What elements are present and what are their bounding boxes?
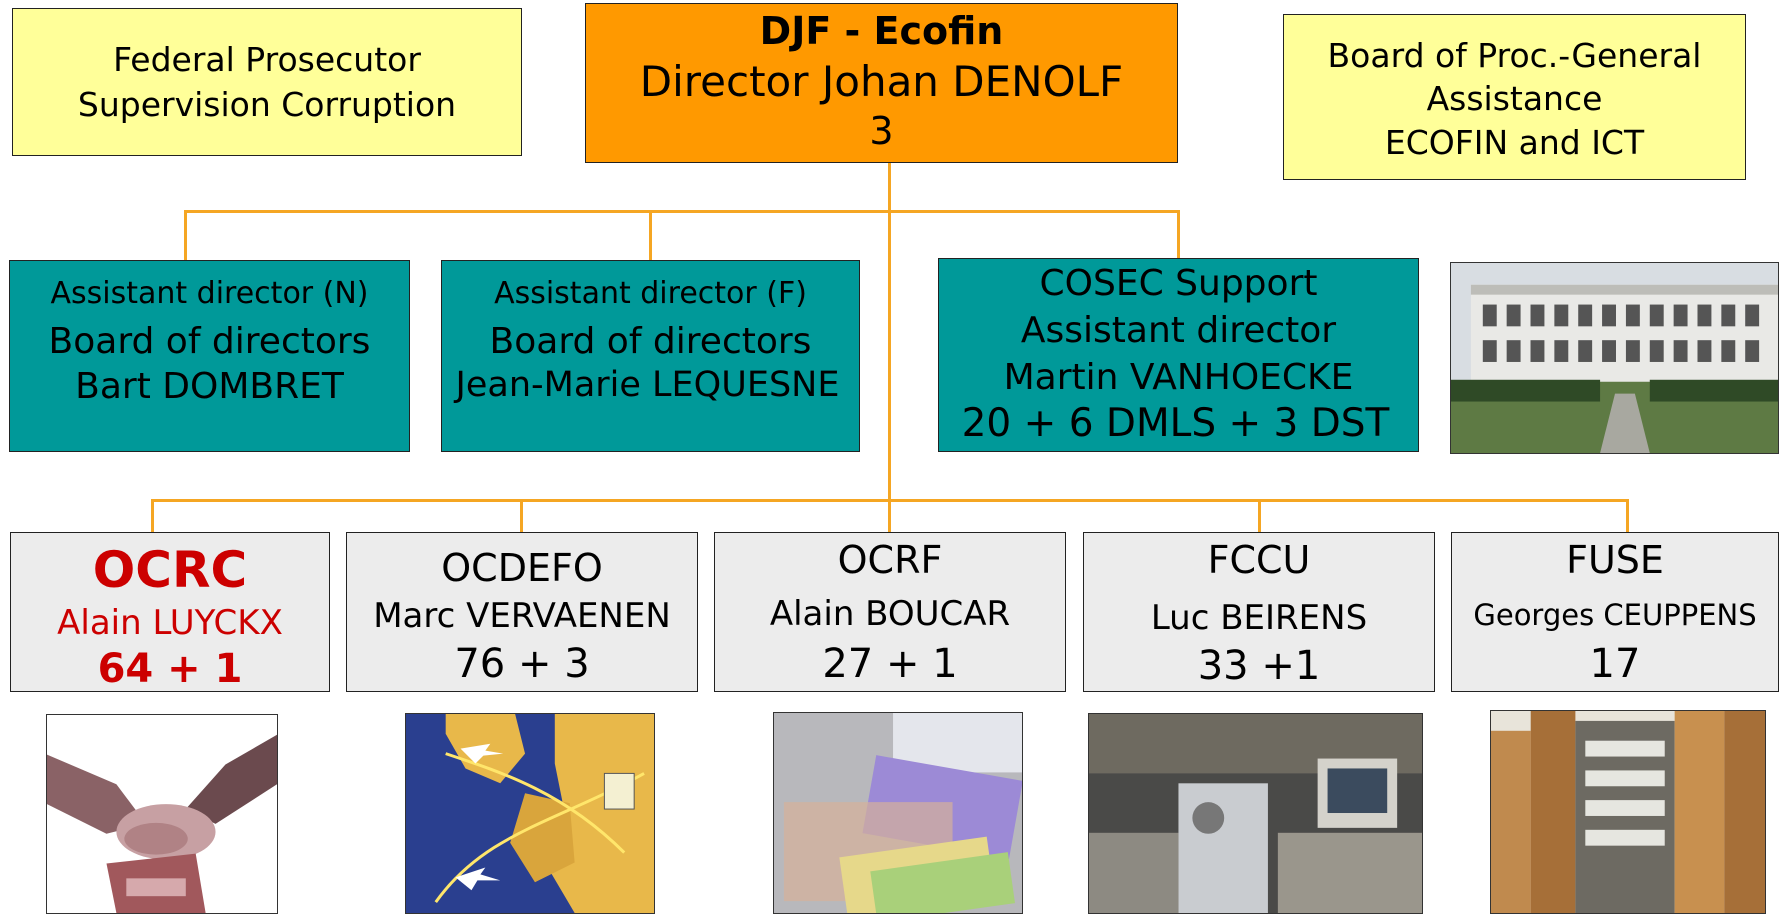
computer-equipment-photo (1088, 713, 1423, 914)
assistant-director-f-role: Assistant director (F) (494, 276, 807, 311)
director-box: DJF - Ecofin Director Johan DENOLF 3 (585, 3, 1178, 163)
unit-ocrf-head: Alain BOUCAR (769, 593, 1011, 634)
cosec-support-box: COSEC Support Assistant director Martin … (938, 258, 1419, 452)
unit-fuse-head: Georges CEUPPENS (1473, 597, 1757, 632)
connector-director-down (888, 160, 891, 500)
connector-unit-fccu (1258, 499, 1261, 532)
connector-unit-ocdefo (520, 499, 523, 532)
connector-assistant-n (184, 210, 187, 262)
assistant-director-n-role: Assistant director (N) (50, 276, 369, 311)
board-proc-general-box: Board of Proc.-General Assistance ECOFIN… (1283, 14, 1746, 180)
assistant-director-f-board: Board of directors (489, 320, 812, 362)
unit-ocrf-code: OCRF (837, 538, 943, 582)
unit-box-fuse: FUSE Georges CEUPPENS 17 (1451, 532, 1779, 692)
board-proc-general-line3: ECOFIN and ICT (1384, 122, 1645, 162)
unit-box-ocrc: OCRC Alain LUYCKX 64 + 1 (10, 532, 330, 692)
assistant-director-n-name: Bart DOMBRET (75, 365, 344, 407)
unit-ocrc-code: OCRC (92, 541, 248, 599)
board-proc-general-line1: Board of Proc.-General (1327, 36, 1702, 75)
director-count: 3 (869, 109, 894, 153)
connector-unit-ocrc (151, 499, 154, 532)
connector-unit-fuse (1626, 499, 1629, 532)
unit-fccu-code: FCCU (1207, 538, 1311, 582)
cosec-line1: COSEC Support (1039, 263, 1318, 304)
federal-prosecutor-line1: Federal Prosecutor (113, 40, 421, 79)
cosec-line3: Martin VANHOECKE (1003, 357, 1354, 398)
cosec-line2: Assistant director (1020, 310, 1337, 351)
unit-ocrc-head: Alain LUYCKX (57, 602, 283, 643)
federal-prosecutor-line2: Supervision Corruption (77, 85, 457, 125)
connector-unit-ocrf (888, 499, 891, 532)
assistant-director-n-board: Board of directors (48, 320, 371, 362)
unit-fuse-code: FUSE (1566, 538, 1664, 582)
assistant-director-f-name: Jean-Marie LEQUESNE (455, 364, 840, 405)
director-name: Director Johan DENOLF (639, 56, 1124, 106)
europe-map-photo (405, 713, 655, 914)
unit-ocrc-staff: 64 + 1 (97, 646, 243, 692)
unit-fccu-staff: 33 +1 (1197, 643, 1321, 689)
unit-box-ocdefo: OCDEFO Marc VERVAENEN 76 + 3 (346, 532, 698, 692)
unit-box-ocrf: OCRF Alain BOUCAR 27 + 1 (714, 532, 1066, 692)
board-proc-general-line2: Assistance (1426, 79, 1603, 119)
assistant-director-f-box: Assistant director (F) Board of director… (441, 260, 860, 452)
unit-ocdefo-staff: 76 + 3 (454, 641, 590, 687)
unit-fccu-head: Luc BEIRENS (1150, 597, 1368, 638)
unit-ocdefo-head: Marc VERVAENEN (373, 595, 671, 636)
unit-ocrf-staff: 27 + 1 (822, 641, 958, 687)
director-box-title: DJF - Ecofin (759, 9, 1004, 53)
unit-box-fccu: FCCU Luc BEIRENS 33 +1 (1083, 532, 1435, 692)
archive-shelves-photo (1490, 710, 1766, 914)
building-photo (1450, 262, 1779, 454)
cosec-line4: 20 + 6 DMLS + 3 DST (961, 401, 1390, 446)
assistant-director-n-box: Assistant director (N) Board of director… (9, 260, 410, 452)
connector-assistant-f (649, 210, 652, 262)
unit-ocdefo-code: OCDEFO (441, 546, 603, 590)
connector-cosec (1177, 210, 1180, 262)
connector-assistants-horizontal (184, 210, 1180, 213)
unit-fuse-staff: 17 (1589, 640, 1641, 687)
federal-prosecutor-box: Federal Prosecutor Supervision Corruptio… (12, 8, 522, 156)
handshake-photo (46, 714, 278, 914)
euro-banknotes-photo (773, 712, 1023, 914)
